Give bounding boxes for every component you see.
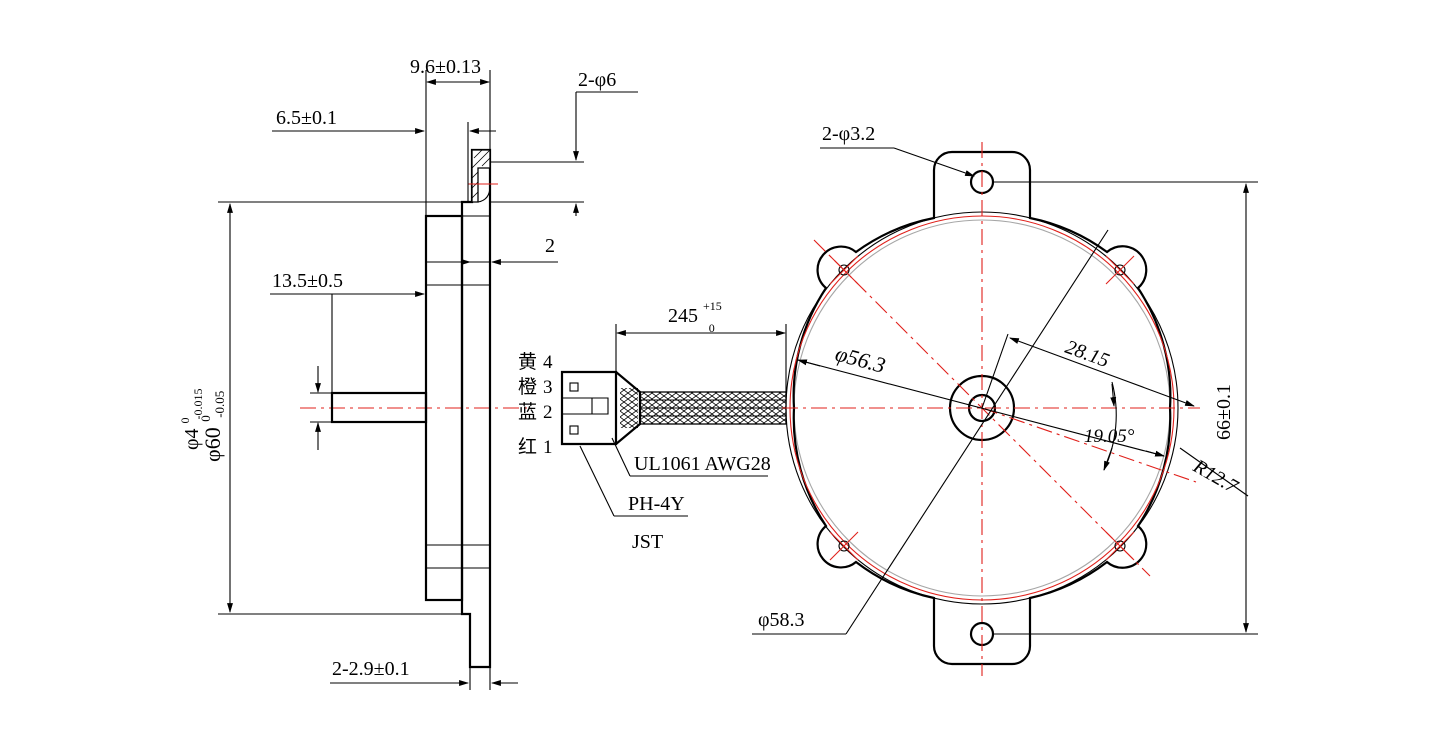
dim-phi4: φ4 0 -0.015 — [172, 388, 205, 450]
dim-2-phi3-2: 2-φ3.2 — [822, 123, 875, 145]
wire-label-red: 红 — [518, 436, 537, 458]
wire-pin-3: 3 — [543, 377, 553, 398]
connector-type: PH-4Y — [628, 493, 685, 515]
wire-pin-2: 2 — [543, 402, 553, 423]
dim-phi60: φ60 0 -0.05 — [190, 391, 227, 462]
wire-pin-4: 4 — [543, 352, 553, 373]
lobe-hole-tl — [838, 264, 850, 276]
dim-cable-length: 245 +15 0 — [668, 293, 727, 335]
wire-label-blue: 蓝 — [518, 401, 537, 423]
wire-pin-1: 1 — [543, 437, 553, 458]
lobe-hole-br — [1114, 540, 1126, 552]
dim-phi56-3: φ56.3 — [833, 341, 888, 378]
lobe-hole-bl — [838, 540, 850, 552]
connector-maker: JST — [632, 531, 663, 553]
dim-66: 66±0.1 — [1213, 384, 1235, 440]
dim-phi58-3: φ58.3 — [758, 609, 805, 631]
dim-2-phi6: 2-φ6 — [578, 69, 616, 91]
dim-r12-7: R12.7 — [1189, 455, 1243, 499]
dim-9-6: 9.6±0.13 — [410, 56, 481, 78]
cable-spec: UL1061 AWG28 — [634, 453, 771, 475]
wire-label-yellow: 黄 — [518, 351, 537, 373]
dim-6-5: 6.5±0.1 — [276, 107, 337, 129]
front-view: 2-φ3.2 φ56.3 28.15 19.05° R12.7 66±0.1 φ… — [752, 123, 1258, 676]
connector-cable: 黄 4 橙 3 蓝 2 红 1 245 +15 0 UL10 — [518, 293, 787, 553]
lobe-hole-tr — [1114, 264, 1126, 276]
dim-2: 2 — [545, 235, 555, 257]
wire-label-orange: 橙 — [518, 376, 537, 398]
dim-19-05: 19.05° — [1084, 426, 1135, 447]
dim-2-2-9: 2-2.9±0.1 — [332, 658, 410, 680]
dim-13-5: 13.5±0.5 — [272, 270, 343, 292]
side-view: 9.6±0.13 6.5±0.1 2-φ6 2 13.5±0.5 φ60 0 -… — [172, 56, 638, 690]
